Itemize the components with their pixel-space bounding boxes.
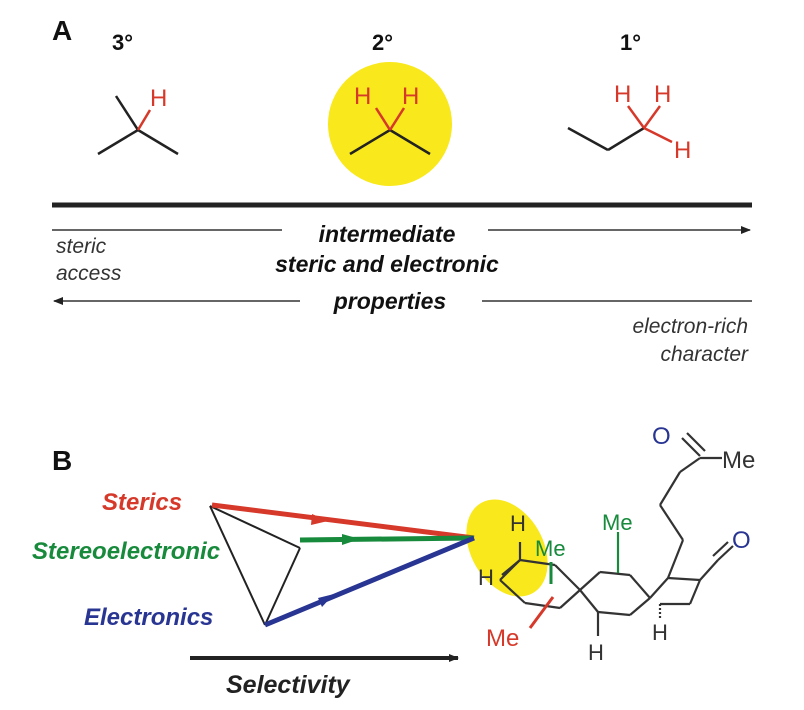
equatorial-methyl-red: Me <box>486 625 519 652</box>
electron-text-2: character <box>660 343 749 366</box>
sterics-label: Sterics <box>102 489 182 516</box>
primary-structure <box>567 105 673 152</box>
ring-h-bottom: H <box>588 640 604 665</box>
catalyst-triangle <box>209 505 301 626</box>
secondary-highlight <box>328 62 452 186</box>
panel-b-label: B <box>52 445 72 476</box>
primary-h-1: H <box>614 81 631 108</box>
primary-label: 1° <box>620 30 641 55</box>
electron-text-1: electron-rich <box>632 315 748 338</box>
axial-methyl-green: Me <box>535 536 566 561</box>
electronics-arrow <box>264 535 475 628</box>
ketone-me: Me <box>722 447 755 474</box>
angular-methyl-green: Me <box>602 510 633 535</box>
selectivity-label: Selectivity <box>226 671 351 699</box>
sterics-arrowhead <box>311 514 328 525</box>
steric-text-1: steric <box>56 235 107 258</box>
sterics-arrow <box>211 502 475 541</box>
electronics-arrowhead <box>318 594 334 607</box>
primary-h-3: H <box>674 137 691 164</box>
ketone-o-top: O <box>652 423 671 450</box>
target-highlight <box>466 499 548 597</box>
secondary-h-left: H <box>354 83 371 110</box>
middle-text-2: steric and electronic <box>275 251 499 277</box>
middle-text-1: intermediate <box>319 221 456 247</box>
panel-a-label: A <box>52 15 72 46</box>
tertiary-label: 3° <box>112 30 133 55</box>
secondary-label: 2° <box>372 30 393 55</box>
tertiary-structure <box>97 95 179 156</box>
carbonyl-bonds <box>681 432 734 561</box>
target-h-top: H <box>510 511 526 536</box>
stereoelectronic-arrow <box>299 535 475 543</box>
secondary-structure <box>349 107 431 156</box>
target-h-left: H <box>478 565 494 590</box>
steric-text-2: access <box>56 262 122 285</box>
secondary-h-right: H <box>402 83 419 110</box>
stereoelectronic-label: Stereoelectronic <box>32 538 220 565</box>
tertiary-h: H <box>150 85 167 112</box>
stereoelectronic-arrowhead <box>342 534 360 545</box>
ketone-o-ring: O <box>732 527 751 554</box>
primary-h-2: H <box>654 81 671 108</box>
middle-text-3: properties <box>333 288 446 314</box>
molecule-skeleton <box>499 456 722 636</box>
ring-h-right: H <box>652 620 668 645</box>
electronics-label: Electronics <box>84 604 213 631</box>
